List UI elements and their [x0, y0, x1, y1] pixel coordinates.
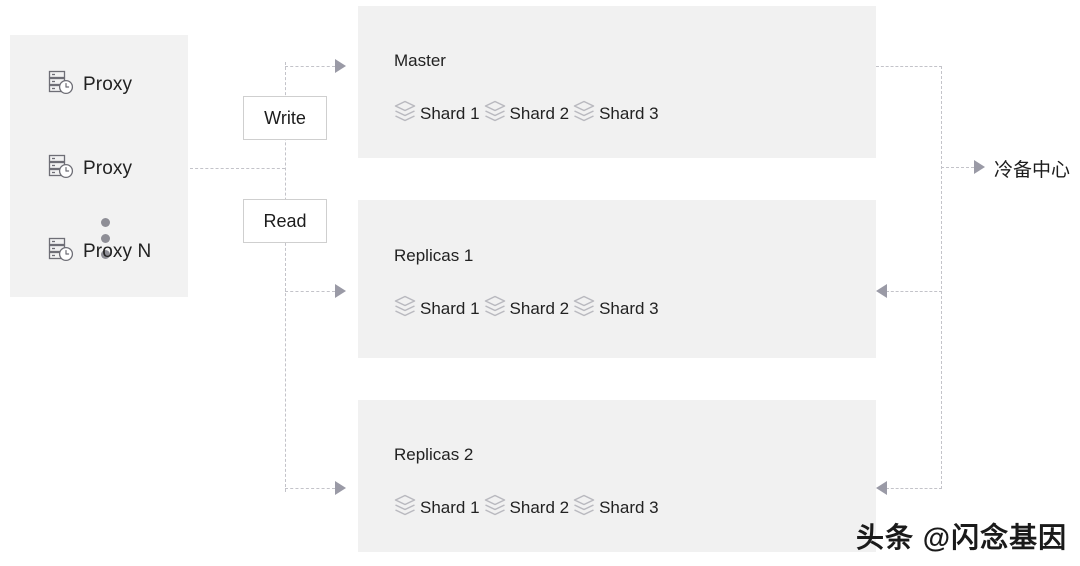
- proxy-panel: Proxy: [10, 35, 188, 297]
- cold-backup-label: 冷备中心: [994, 160, 1071, 181]
- backup-to-replicas2-arrow-icon: [876, 481, 887, 495]
- shard-item: Shard 3: [571, 293, 661, 324]
- backup-bus-line: [941, 66, 942, 489]
- shard-item: Shard 2: [482, 98, 572, 129]
- backup-to-replicas1-line: [886, 291, 942, 292]
- proxy-label-1: Proxy: [83, 73, 133, 95]
- cold-backup-arrow-icon: [974, 160, 985, 174]
- shard-label: Shard 2: [509, 298, 570, 318]
- write-route-box[interactable]: Write: [243, 96, 327, 140]
- backup-out-line: [941, 167, 974, 168]
- write-arrow-icon: [335, 59, 346, 73]
- write-branch-line: [285, 66, 335, 67]
- layers-stack-icon: [571, 98, 597, 129]
- layers-stack-icon: [482, 98, 508, 129]
- read-branch-line-1: [285, 291, 335, 292]
- shard-label: Shard 3: [599, 103, 659, 123]
- ellipsis-dot: [101, 250, 110, 259]
- shard-label: Shard 1: [420, 103, 480, 123]
- proxy-row-1: Proxy: [46, 67, 132, 102]
- proxy-row-2: Proxy: [46, 151, 132, 186]
- shard-label: Shard 1: [420, 298, 480, 318]
- shard-list: Shard 1 Shard 2: [392, 98, 661, 129]
- cluster-title: Master: [394, 51, 446, 70]
- backup-to-replicas1-arrow-icon: [876, 284, 887, 298]
- shard-label: Shard 1: [420, 497, 480, 517]
- layers-stack-icon: [571, 492, 597, 523]
- server-clock-icon: [46, 234, 76, 269]
- proxy-ellipsis-dots: [101, 218, 110, 259]
- shard-item: Shard 1: [392, 293, 482, 324]
- proxy-label-n: Proxy N: [83, 240, 152, 262]
- cluster-replicas-1: Replicas 1 Shard 1: [358, 200, 876, 358]
- layers-stack-icon: [392, 492, 418, 523]
- read-arrow-1-icon: [335, 284, 346, 298]
- backup-to-replicas2-line: [886, 488, 942, 489]
- shard-list: Shard 1 Shard 2: [392, 293, 661, 324]
- proxy-row-n: Proxy N: [46, 234, 151, 269]
- server-clock-icon: [46, 67, 76, 102]
- shard-label: Shard 2: [509, 497, 570, 517]
- read-arrow-2-icon: [335, 481, 346, 495]
- layers-stack-icon: [571, 293, 597, 324]
- master-to-backup-line: [876, 66, 942, 67]
- proxy-label-2: Proxy: [83, 157, 133, 179]
- cluster-master: Master Shard 1: [358, 6, 876, 158]
- cluster-title: Replicas 2: [394, 445, 474, 464]
- watermark: 头条 @闪念基因: [856, 522, 1068, 553]
- layers-stack-icon: [482, 293, 508, 324]
- layers-stack-icon: [482, 492, 508, 523]
- cluster-title: Replicas 1: [394, 246, 474, 265]
- shard-item: Shard 2: [482, 293, 572, 324]
- server-clock-icon: [46, 151, 76, 186]
- read-route-box[interactable]: Read: [243, 199, 327, 243]
- shard-label: Shard 3: [599, 298, 659, 318]
- shard-label: Shard 3: [599, 497, 659, 517]
- shard-item: Shard 2: [482, 492, 572, 523]
- layers-stack-icon: [392, 98, 418, 129]
- shard-item: Shard 3: [571, 98, 661, 129]
- shard-item: Shard 1: [392, 492, 482, 523]
- read-branch-line-2: [285, 488, 335, 489]
- shard-item: Shard 3: [571, 492, 661, 523]
- layers-stack-icon: [392, 293, 418, 324]
- cluster-replicas-2: Replicas 2 Shard 1: [358, 400, 876, 552]
- shard-item: Shard 1: [392, 98, 482, 129]
- shard-label: Shard 2: [509, 103, 570, 123]
- routing-bus-line: [285, 62, 286, 492]
- ellipsis-dot: [101, 234, 110, 243]
- proxy-to-bus-line: [190, 168, 285, 169]
- ellipsis-dot: [101, 218, 110, 227]
- shard-list: Shard 1 Shard 2: [392, 492, 661, 523]
